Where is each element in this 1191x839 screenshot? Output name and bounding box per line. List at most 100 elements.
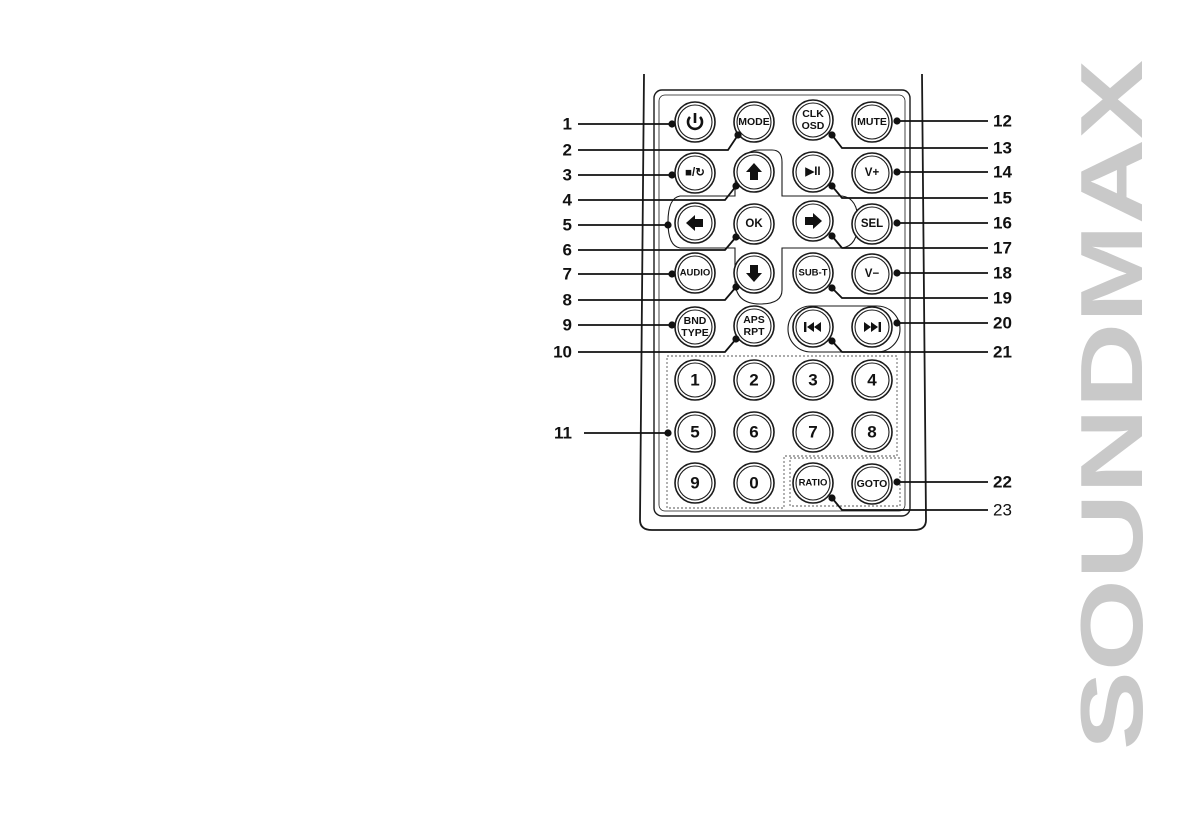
mode-button[interactable]: MODE (733, 101, 775, 143)
callout-number: 22 (993, 472, 1012, 491)
next-button[interactable] (851, 306, 893, 348)
number-key-face (736, 362, 772, 398)
left-button[interactable] (674, 202, 716, 244)
number-key-0[interactable]: 0 (733, 462, 775, 504)
callout-dot (732, 335, 740, 343)
audio-button[interactable]: AUDIO (674, 252, 716, 294)
vol-up-button-face (854, 155, 890, 191)
mute-button[interactable]: MUTE (851, 101, 893, 143)
prev-button[interactable] (792, 306, 834, 348)
number-key-9[interactable]: 9 (674, 462, 716, 504)
number-key-7[interactable]: 7 (792, 411, 834, 453)
callout-dot (668, 270, 676, 278)
callout-dot (828, 337, 836, 345)
callout-number: 1 (563, 114, 572, 133)
callout-17: 17 (828, 232, 1012, 257)
callout-number: 3 (563, 165, 572, 184)
number-key-face (795, 362, 831, 398)
callout-dot (828, 131, 836, 139)
callout-number: 21 (993, 342, 1012, 361)
number-key-face (795, 414, 831, 450)
number-key-face (854, 362, 890, 398)
ratio-button[interactable]: RATIO (792, 462, 834, 504)
callout-3: 3 (563, 165, 676, 184)
number-pad-frame (666, 355, 898, 509)
callout-line (831, 497, 988, 511)
arrow-left-icon (686, 215, 703, 231)
mute-button-face (854, 104, 890, 140)
callout-number: 10 (553, 342, 572, 361)
callout-19: 19 (828, 284, 1012, 307)
callout-20: 20 (893, 313, 1012, 332)
vol-down-button-face (854, 256, 890, 292)
nav-pad-outline (667, 149, 859, 305)
stop-return-button[interactable]: ■/↻ (674, 152, 716, 194)
callout-dot (732, 233, 740, 241)
number-key-5[interactable]: 5 (674, 411, 716, 453)
sel-button[interactable]: SEL (851, 203, 893, 245)
callout-9: 9 (563, 315, 676, 334)
number-key-face (854, 414, 890, 450)
number-key-3[interactable]: 3 (792, 359, 834, 401)
callout-number: 19 (993, 288, 1012, 307)
callout-8: 8 (563, 283, 740, 309)
power-button[interactable] (674, 101, 716, 143)
callout-line (578, 338, 737, 353)
up-button[interactable] (733, 151, 775, 193)
vol-down-button[interactable]: V− (851, 253, 893, 295)
number-key-label: 3 (808, 370, 817, 389)
right-button[interactable] (792, 200, 834, 242)
clk-osd-button-label: CLK (802, 108, 824, 120)
sub-t-button[interactable]: SUB-T (792, 252, 834, 294)
callout-7: 7 (563, 264, 676, 283)
callout-dot (828, 284, 836, 292)
number-key-8[interactable]: 8 (851, 411, 893, 453)
callout-13: 13 (828, 131, 1012, 157)
callout-23: 23 (828, 494, 1012, 519)
callout-4: 4 (563, 182, 740, 209)
number-key-4[interactable]: 4 (851, 359, 893, 401)
ok-button-face (736, 206, 772, 242)
callout-line (831, 235, 988, 249)
callout-dot (893, 219, 901, 227)
down-button[interactable] (733, 252, 775, 294)
vol-up-button[interactable]: V+ (851, 152, 893, 194)
callout-15: 15 (828, 182, 1012, 207)
number-key-label: 1 (690, 370, 699, 389)
callout-dot (893, 319, 901, 327)
vol-down-button-label: V− (865, 268, 880, 280)
play-pause-button-label: ▶II (804, 166, 820, 178)
callout-dot (828, 494, 836, 502)
callout-line (831, 134, 988, 149)
ok-button[interactable]: OK (733, 203, 775, 245)
play-pause-button-face (795, 154, 831, 190)
goto-button[interactable]: GOTO (851, 463, 893, 505)
callout-dot (893, 117, 901, 125)
number-key-label: 8 (867, 422, 876, 441)
stop-return-button-label: ■/↻ (685, 167, 705, 179)
callout-line (831, 185, 988, 199)
callout-1: 1 (563, 114, 676, 133)
callout-number: 9 (563, 315, 572, 334)
aps-rpt-button-label: APS (743, 314, 765, 326)
play-pause-button[interactable]: ▶II (792, 151, 834, 193)
number-key-face (677, 465, 713, 501)
number-key-1[interactable]: 1 (674, 359, 716, 401)
stop-return-button-face (677, 155, 713, 191)
callout-line (578, 286, 737, 301)
goto-button-face (854, 466, 890, 502)
number-key-2[interactable]: 2 (733, 359, 775, 401)
callout-dot (668, 120, 676, 128)
callout-number: 20 (993, 313, 1012, 332)
callout-number: 11 (554, 423, 572, 442)
number-key-6[interactable]: 6 (733, 411, 775, 453)
sel-button-face (854, 206, 890, 242)
callout-number: 23 (993, 500, 1012, 519)
ratio-button-face (795, 465, 831, 501)
